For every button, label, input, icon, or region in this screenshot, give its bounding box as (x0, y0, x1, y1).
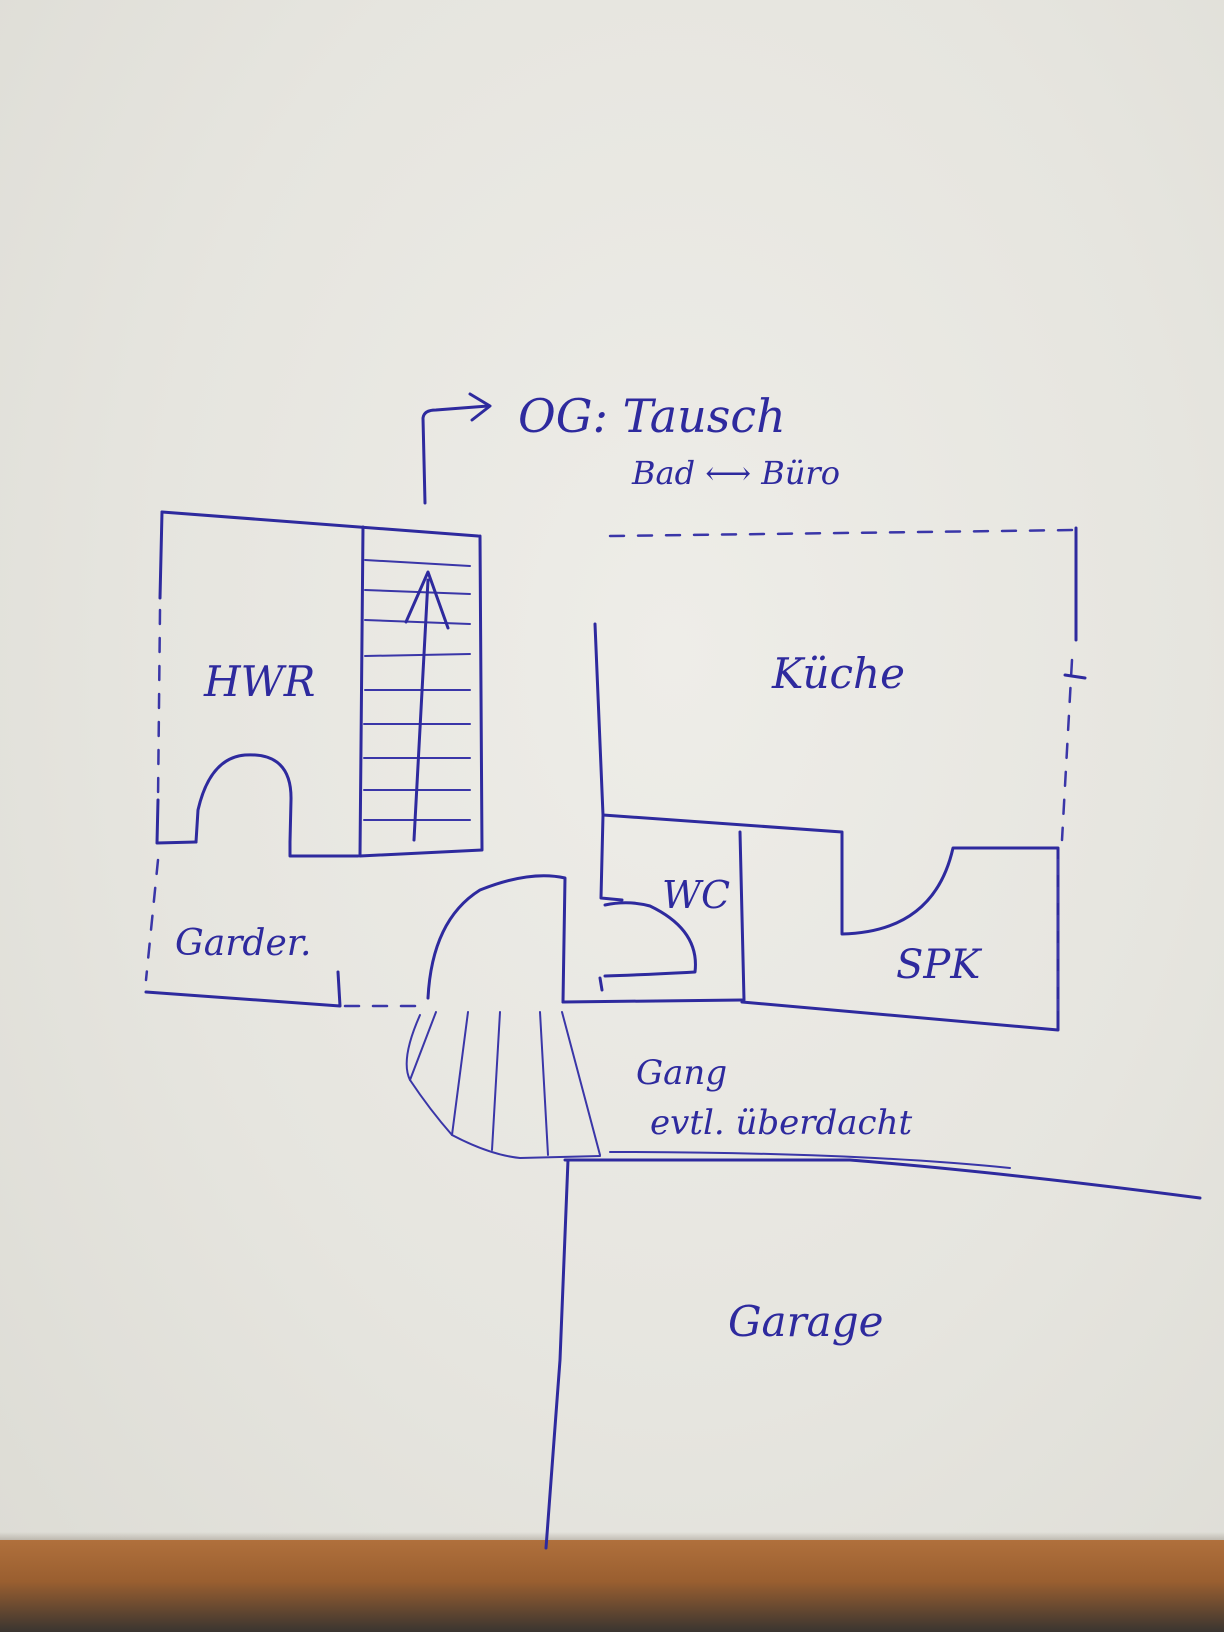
entrance-door (426, 874, 744, 1004)
entrance-steps (405, 1011, 601, 1159)
upper-floor-note: OG: Tausch (518, 389, 786, 443)
desk-surface (0, 1540, 1224, 1632)
pantry-label: SPK (896, 942, 982, 988)
wardrobe-label: Garder. (175, 923, 311, 964)
kitchen-label: Küche (771, 649, 905, 698)
garage-wall (544, 1158, 570, 1550)
staircase (358, 525, 484, 858)
toilet-label: WC (662, 873, 730, 917)
wardrobe-walls (144, 858, 422, 1008)
hallway-label-line1: Gang (636, 1053, 727, 1093)
swap-note: Bad ⟷ Büro (631, 454, 840, 492)
utility-room-label: HWR (203, 657, 315, 706)
hallway-lines (563, 1151, 1202, 1200)
hallway-label-line2: evtl. überdacht (650, 1103, 912, 1143)
upper-floor-arrow (421, 392, 492, 505)
kitchen-walls (593, 526, 1087, 1032)
toilet-walls (598, 813, 746, 1002)
utility-room-walls (155, 510, 480, 858)
garage-label: Garage (728, 1297, 883, 1346)
